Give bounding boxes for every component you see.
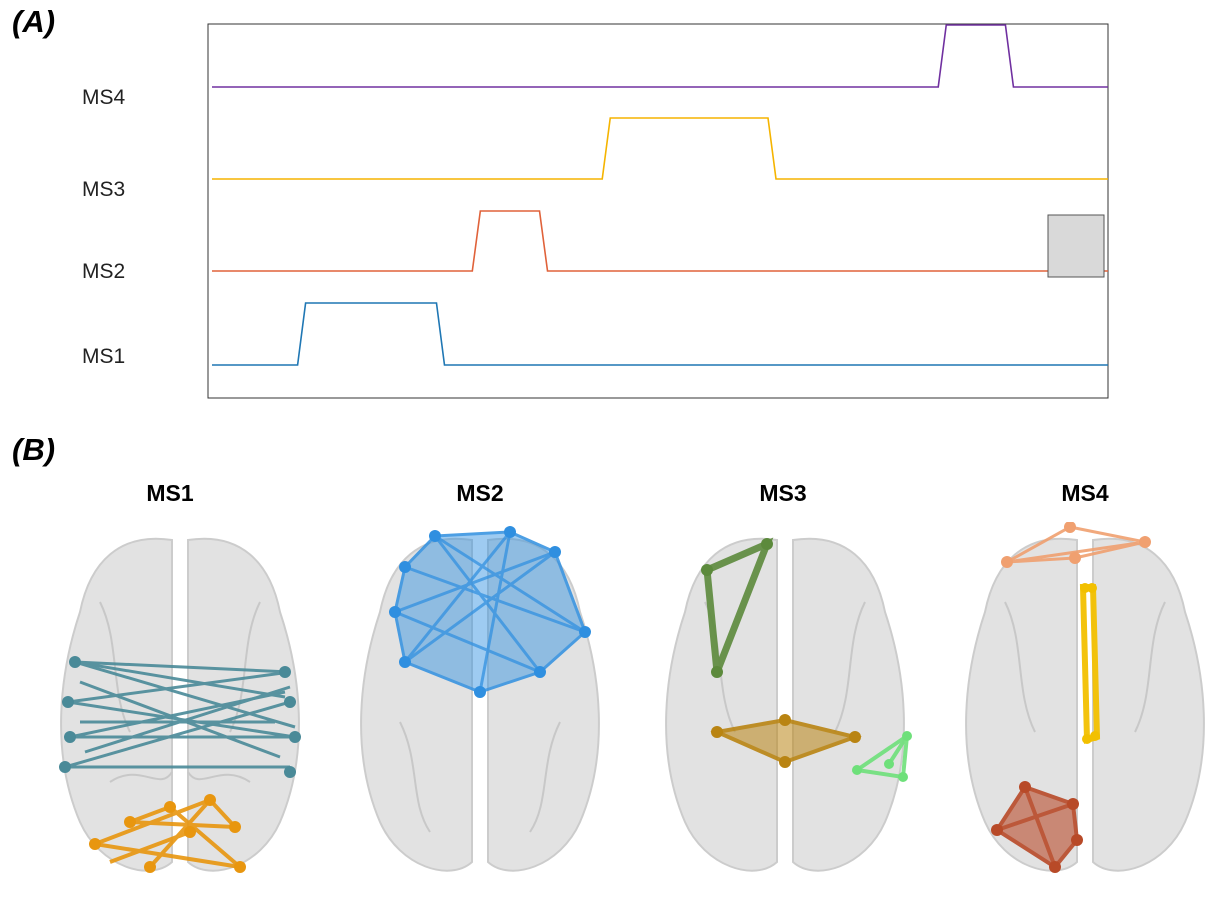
network-orange xyxy=(94,798,242,869)
timeline-frame xyxy=(207,23,1109,399)
trace-ms2 xyxy=(212,210,1108,272)
network-lightgreen-nodes xyxy=(852,731,912,782)
brain-ms2 xyxy=(360,526,600,872)
panel-a-label: (A) xyxy=(12,4,56,39)
network-orange-nodes xyxy=(89,794,246,873)
network-blue xyxy=(393,530,587,694)
brain-title-ms2: MS2 xyxy=(456,480,504,506)
network-gold-nodes xyxy=(711,714,861,768)
network-blue-nodes xyxy=(389,526,591,698)
network-yellow-nodes xyxy=(1080,583,1100,744)
row-label-ms2: MS2 xyxy=(82,260,125,283)
gray-box xyxy=(1047,214,1105,278)
network-rust-nodes xyxy=(991,781,1083,873)
row-label-ms4: MS4 xyxy=(82,86,126,109)
brain-outline xyxy=(965,537,1205,872)
brain-title-ms4: MS4 xyxy=(1061,480,1109,506)
network-teal-nodes xyxy=(59,656,301,778)
network-teal xyxy=(64,660,296,769)
brain-outline xyxy=(665,537,905,872)
network-yellow xyxy=(1079,584,1101,745)
brain-outline xyxy=(60,537,300,872)
network-green xyxy=(703,537,774,674)
row-label-ms1: MS1 xyxy=(82,345,125,368)
trace-ms3 xyxy=(212,117,1108,180)
trace-ms1 xyxy=(212,302,1108,366)
network-lightgreen xyxy=(851,731,910,780)
trace-ms4 xyxy=(212,24,1108,88)
panel-b-label: (B) xyxy=(12,432,56,467)
row-label-ms3: MS3 xyxy=(82,178,125,201)
network-rust xyxy=(994,784,1080,870)
brain-ms3 xyxy=(665,537,912,872)
network-green-nodes xyxy=(701,538,773,678)
network-peach-nodes xyxy=(1001,522,1151,568)
brain-title-ms3: MS3 xyxy=(759,480,807,506)
brain-ms4 xyxy=(965,522,1205,873)
brain-ms1 xyxy=(59,537,301,873)
brain-title-ms1: MS1 xyxy=(146,480,194,506)
